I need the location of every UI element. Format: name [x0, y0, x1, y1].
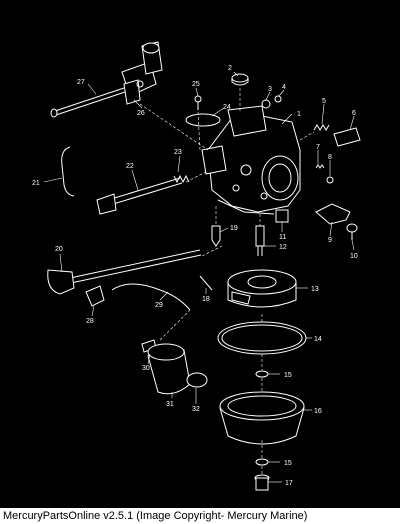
- callout-13: 13: [311, 286, 319, 293]
- callout-27: 27: [77, 79, 85, 86]
- part-7-8-spring-screw: [315, 164, 334, 184]
- callout-8: 8: [328, 154, 332, 161]
- part-21-wire-link: [61, 146, 75, 197]
- part-15-washer-lower: [255, 458, 269, 466]
- part-22-shaft: [96, 177, 183, 215]
- part-30-31-32-primer: [141, 339, 208, 395]
- part-9-lever: [315, 203, 351, 225]
- copyright-footer: MercuryPartsOnline v2.5.1 (Image Copyrig…: [0, 508, 400, 524]
- callout-labels: 1 2 3 4 5 6 7 8 9 10 11 12 13 14 15 16 1…: [32, 65, 358, 487]
- part-14-gasket-ring: [217, 321, 307, 355]
- callout-24: 24: [223, 104, 231, 111]
- callout-16: 16: [314, 408, 322, 415]
- part-28-lever: [85, 285, 105, 307]
- callout-5: 5: [322, 98, 326, 105]
- callout-14: 14: [314, 336, 322, 343]
- part-16-float-bowl: [219, 391, 305, 445]
- assembly-centerlines: [139, 88, 315, 474]
- callout-6: 6: [352, 110, 356, 117]
- callout-4: 4: [282, 84, 286, 91]
- part-23-spring: [173, 174, 190, 184]
- callout-29: 29: [155, 302, 163, 309]
- callout-9: 9: [328, 237, 332, 244]
- part-1-carburetor-body: [201, 105, 301, 215]
- callout-31: 31: [166, 401, 174, 408]
- part-24-gasket: [185, 113, 221, 127]
- callout-10: 10: [350, 253, 358, 260]
- callout-30: 30: [142, 365, 150, 372]
- part-18-pin: [199, 275, 213, 291]
- callout-15-upper: 15: [284, 372, 292, 379]
- part-10-screw: [346, 223, 358, 240]
- callout-28: 28: [86, 318, 94, 325]
- part-13-float: [227, 269, 297, 308]
- callout-26: 26: [137, 110, 145, 117]
- part-3-4-screw-washer: [261, 95, 282, 109]
- part-12-jet: [255, 225, 265, 256]
- callout-17: 17: [285, 480, 293, 487]
- part-2-cap: [231, 73, 249, 86]
- part-15-washer-upper: [255, 370, 269, 378]
- callout-15-lower: 15: [284, 460, 292, 467]
- callout-19: 19: [230, 225, 238, 232]
- callout-2: 2: [228, 65, 232, 72]
- callout-1: 1: [297, 111, 301, 118]
- part-17-screw: [254, 474, 270, 491]
- callout-leader-lines: [43, 71, 355, 483]
- callout-20: 20: [55, 246, 63, 253]
- callout-12: 12: [279, 244, 287, 251]
- part-27-screw: [50, 87, 126, 118]
- callout-3: 3: [268, 86, 272, 93]
- callout-11: 11: [279, 234, 286, 241]
- callout-25: 25: [192, 81, 200, 88]
- part-29-link-rod: [111, 283, 191, 311]
- callout-21: 21: [32, 180, 40, 187]
- part-20-choke-shaft: [47, 249, 202, 295]
- part-19-needle: [211, 225, 221, 247]
- callout-7: 7: [316, 144, 320, 151]
- callout-22: 22: [126, 163, 134, 170]
- part-25-screw: [194, 95, 202, 110]
- callout-23: 23: [174, 149, 182, 156]
- callout-18: 18: [202, 296, 210, 303]
- part-26-bracket: [121, 41, 163, 105]
- part-11-fitting: [275, 209, 289, 223]
- callout-32: 32: [192, 406, 200, 413]
- part-5-6-needle: [313, 124, 361, 147]
